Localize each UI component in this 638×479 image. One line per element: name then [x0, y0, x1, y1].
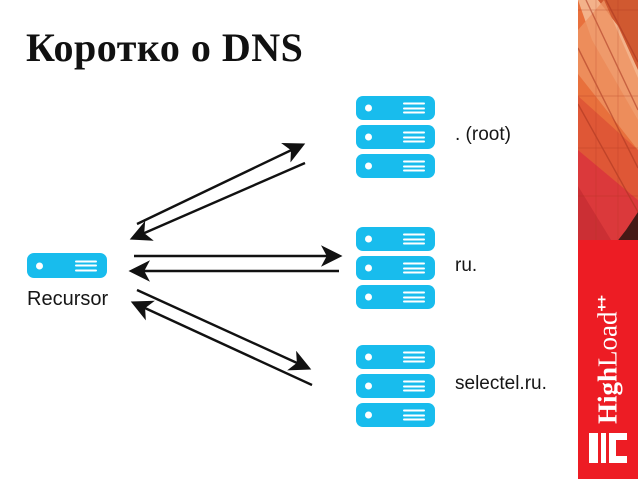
arrow-layer: [128, 143, 343, 387]
status-led-icon: [365, 353, 372, 361]
server-stack-root: [356, 96, 435, 178]
server-unit: [356, 154, 435, 178]
server-stack-recursor: [27, 253, 107, 278]
node-label-root: . (root): [455, 124, 511, 145]
brand-load: Load: [592, 311, 623, 367]
status-led-icon: [365, 235, 372, 243]
server-unit: [356, 374, 435, 398]
server-unit: [356, 96, 435, 120]
brand-plus: ++: [593, 295, 611, 312]
arrow-selectel-to-recursor: [130, 300, 313, 387]
server-unit: [356, 256, 435, 280]
vent-lines-icon: [403, 380, 425, 392]
vent-lines-icon: [403, 291, 425, 303]
server-unit: [356, 227, 435, 251]
status-led-icon: [365, 411, 372, 419]
status-led-icon: [365, 162, 372, 170]
node-selectel[interactable]: selectel.ru.: [356, 345, 547, 427]
server-stack-ru: [356, 227, 435, 309]
page-title: Коротко о DNS: [26, 25, 304, 70]
vent-lines-icon: [403, 351, 425, 363]
vent-lines-icon: [403, 233, 425, 245]
vent-lines-icon: [403, 262, 425, 274]
node-ru[interactable]: ru.: [356, 227, 477, 309]
node-recursor[interactable]: Recursor: [27, 253, 108, 310]
dns-flow-diagram: Recursor . (root): [27, 96, 547, 427]
node-label-selectel: selectel.ru.: [455, 373, 547, 394]
server-unit: [356, 285, 435, 309]
brand-band: HighLoad++: [578, 240, 638, 479]
server-unit: [356, 345, 435, 369]
node-label-recursor: Recursor: [27, 288, 109, 310]
status-led-icon: [36, 262, 43, 269]
server-unit: [356, 403, 435, 427]
status-led-icon: [365, 293, 372, 301]
node-root[interactable]: . (root): [356, 96, 511, 178]
vent-lines-icon: [403, 131, 425, 143]
vent-lines-icon: [403, 409, 425, 421]
vent-lines-icon: [75, 260, 97, 271]
status-led-icon: [365, 264, 372, 272]
server-unit: [356, 125, 435, 149]
brand-high: High: [592, 366, 623, 424]
vent-lines-icon: [403, 102, 425, 114]
vent-lines-icon: [403, 160, 425, 172]
status-led-icon: [365, 382, 372, 390]
decorative-artwork: [578, 0, 638, 248]
arrow-recursor-to-root: [136, 143, 306, 226]
artwork-shapes: [578, 0, 638, 248]
server-stack-selectel: [356, 345, 435, 427]
status-led-icon: [365, 104, 372, 112]
highload-logo-icon: [589, 433, 627, 463]
server-unit: [27, 253, 107, 278]
node-label-ru: ru.: [455, 255, 478, 276]
status-led-icon: [365, 133, 372, 141]
arrow-root-to-recursor: [129, 161, 306, 241]
brand-wordmark: HighLoad++: [592, 295, 623, 424]
brand-sidebar: HighLoad++: [578, 0, 638, 479]
arrow-recursor-to-selectel: [136, 288, 312, 371]
